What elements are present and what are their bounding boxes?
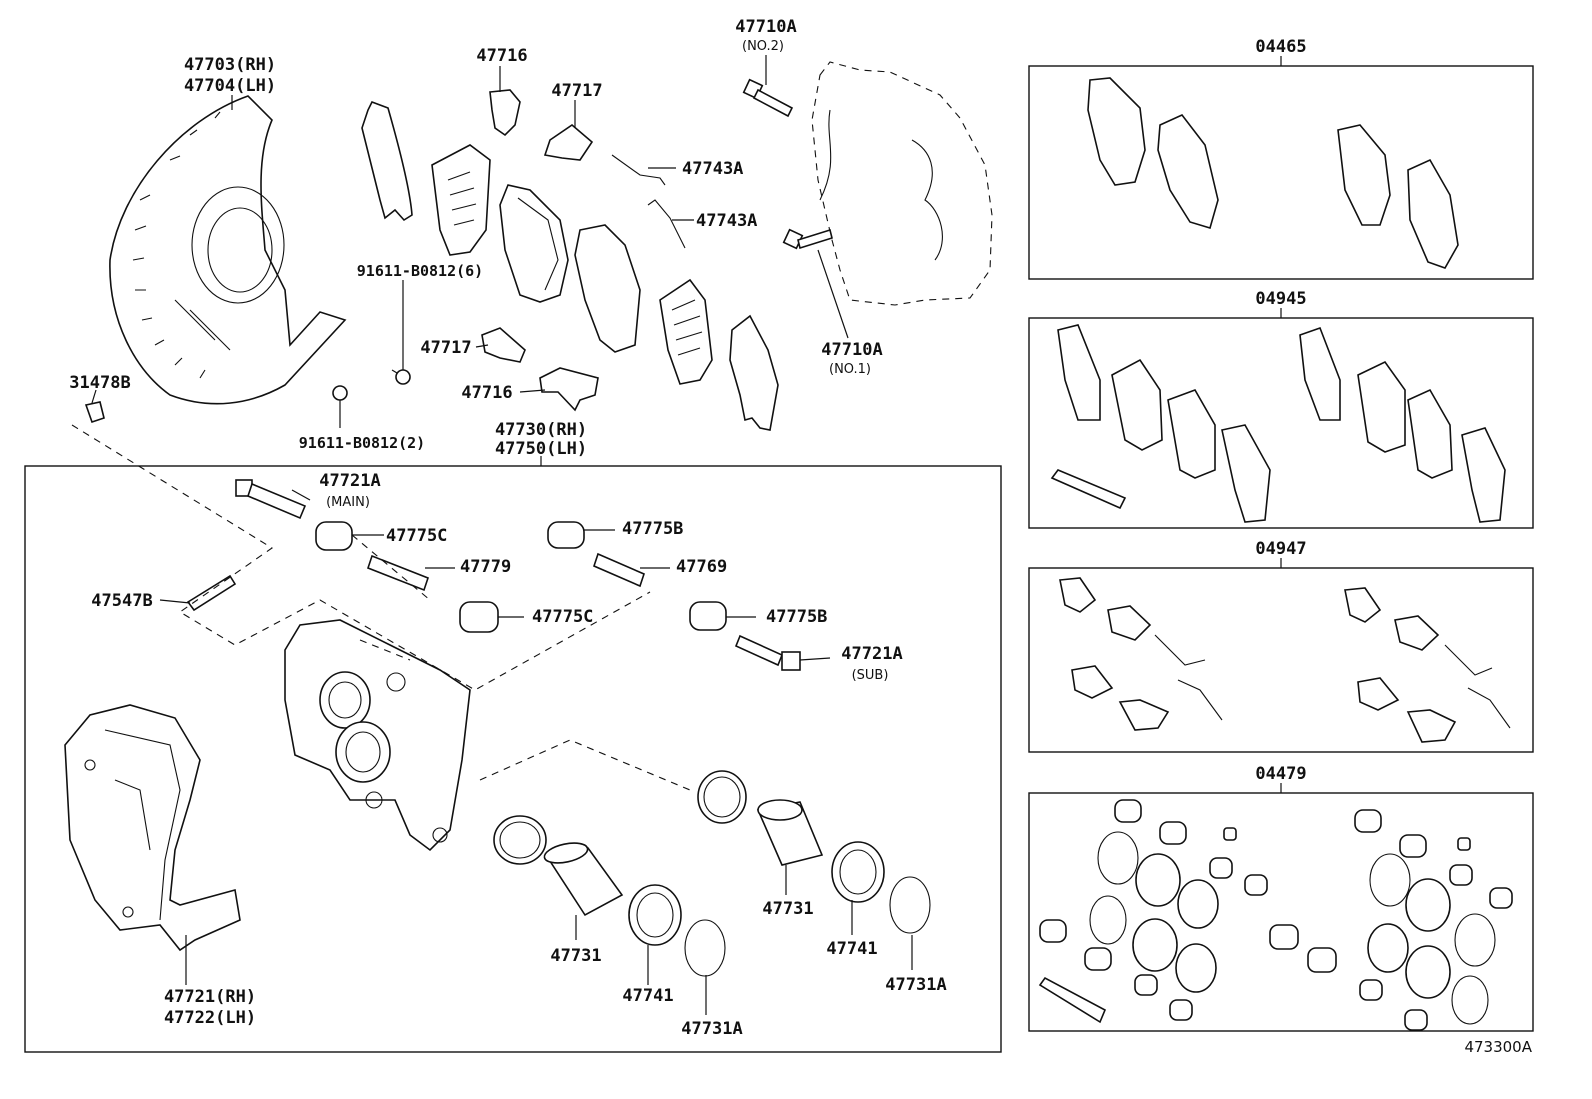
label-04479: 04479 bbox=[1255, 764, 1306, 784]
clip-47717-bottom bbox=[481, 327, 526, 363]
shim-outer-right bbox=[729, 314, 779, 431]
label-47731A-right: 47731A bbox=[885, 975, 946, 995]
clip-31478B bbox=[84, 401, 105, 424]
ring-47731A-right bbox=[889, 876, 931, 934]
kit-box-04479 bbox=[1028, 792, 1534, 1032]
label-47710A-no1: 47710A bbox=[821, 340, 882, 360]
label-47710A-no1-sub: (NO.1) bbox=[829, 362, 871, 377]
label-47722: 47722(LH) bbox=[164, 1008, 256, 1028]
label-47721A-main: 47721A bbox=[319, 471, 380, 491]
label-47743A-b: 47743A bbox=[696, 211, 757, 231]
label-47750: 47750(LH) bbox=[495, 439, 587, 459]
clip-47716-bottom bbox=[539, 367, 599, 412]
piston-47731-left bbox=[543, 842, 624, 917]
label-47716-bottom: 47716 bbox=[461, 383, 512, 403]
label-47731-left: 47731 bbox=[550, 946, 601, 966]
ring-47731A-left bbox=[684, 919, 726, 977]
label-47775C-b: 47775C bbox=[532, 607, 593, 627]
shim-plate-right bbox=[659, 278, 713, 385]
dust-shield bbox=[109, 95, 347, 405]
label-47704: 47704(LH) bbox=[184, 76, 276, 96]
caliper-body bbox=[284, 619, 471, 852]
clip-47716-top bbox=[489, 89, 521, 137]
label-47775C-a: 47775C bbox=[386, 526, 447, 546]
boot-47775C-a bbox=[315, 521, 353, 551]
pin-47779 bbox=[367, 554, 429, 592]
pin-47769 bbox=[593, 552, 645, 588]
bolt-47721A-main bbox=[235, 479, 307, 520]
piston-seal-right bbox=[697, 770, 747, 824]
mounting-bracket bbox=[64, 704, 241, 952]
bleeder-47547B bbox=[186, 574, 237, 612]
label-91611-2: 91611-B0812(2) bbox=[299, 434, 425, 452]
label-47703: 47703(RH) bbox=[184, 55, 276, 75]
caliper-top bbox=[811, 61, 993, 306]
label-47741-right: 47741 bbox=[826, 939, 877, 959]
label-47721: 47721(RH) bbox=[164, 987, 256, 1007]
bolt-91611-6 bbox=[391, 369, 411, 385]
label-91611-6: 91611-B0812(6) bbox=[357, 262, 483, 280]
label-47710A-no2-sub: (NO.2) bbox=[742, 39, 784, 54]
boot-47775B-a bbox=[547, 521, 585, 549]
label-47741-left: 47741 bbox=[622, 986, 673, 1006]
boot-47741-left bbox=[628, 884, 682, 946]
bolt-47710A-no2 bbox=[742, 78, 794, 118]
label-47775B-b: 47775B bbox=[766, 607, 827, 627]
caliper-assembly-box bbox=[24, 465, 1002, 1053]
label-47710A-no2: 47710A bbox=[735, 17, 796, 37]
boot-47775B-b bbox=[689, 601, 727, 631]
label-47743A-a: 47743A bbox=[682, 159, 743, 179]
label-47730: 47730(RH) bbox=[495, 420, 587, 440]
clip-47717-top bbox=[543, 123, 594, 161]
shim-plate-left bbox=[431, 144, 491, 256]
label-04945: 04945 bbox=[1255, 289, 1306, 309]
pad-outer bbox=[499, 184, 569, 303]
label-47721A-sub-sub: (SUB) bbox=[852, 668, 889, 683]
pad-inner bbox=[574, 224, 641, 353]
label-47721A-main-sub: (MAIN) bbox=[326, 495, 370, 510]
label-47547B: 47547B bbox=[91, 591, 152, 611]
bolt-91611-2 bbox=[332, 385, 348, 401]
label-47769: 47769 bbox=[676, 557, 727, 577]
label-04947: 04947 bbox=[1255, 539, 1306, 559]
label-47731A-left: 47731A bbox=[681, 1019, 742, 1039]
spring-47743A bbox=[611, 154, 686, 249]
figure-number: 473300A bbox=[1464, 1038, 1532, 1056]
label-47717-bottom: 47717 bbox=[420, 338, 471, 358]
shim-outer-left bbox=[361, 100, 413, 222]
label-47716-top: 47716 bbox=[476, 46, 527, 66]
kit-04479-seals bbox=[1038, 799, 1513, 1031]
label-47731-right: 47731 bbox=[762, 899, 813, 919]
kit-04947-clips bbox=[1059, 577, 1511, 743]
kit-box-04947 bbox=[1028, 567, 1534, 753]
label-47717-top: 47717 bbox=[551, 81, 602, 101]
bolt-47721A-sub bbox=[734, 634, 801, 671]
label-47775B-a: 47775B bbox=[622, 519, 683, 539]
label-47721A-sub: 47721A bbox=[841, 644, 902, 664]
piston-seal-left bbox=[493, 815, 547, 865]
kit-04945-shims bbox=[1050, 324, 1506, 523]
boot-47775C-b bbox=[459, 601, 499, 633]
label-04465: 04465 bbox=[1255, 37, 1306, 57]
label-31478B: 31478B bbox=[69, 373, 130, 393]
bolt-47710A-no1 bbox=[782, 228, 833, 250]
boot-47741-right bbox=[831, 841, 885, 903]
label-47779: 47779 bbox=[460, 557, 511, 577]
kit-04465-pads bbox=[1087, 77, 1459, 269]
leaders bbox=[91, 55, 913, 1015]
piston-47731-right bbox=[756, 799, 824, 866]
